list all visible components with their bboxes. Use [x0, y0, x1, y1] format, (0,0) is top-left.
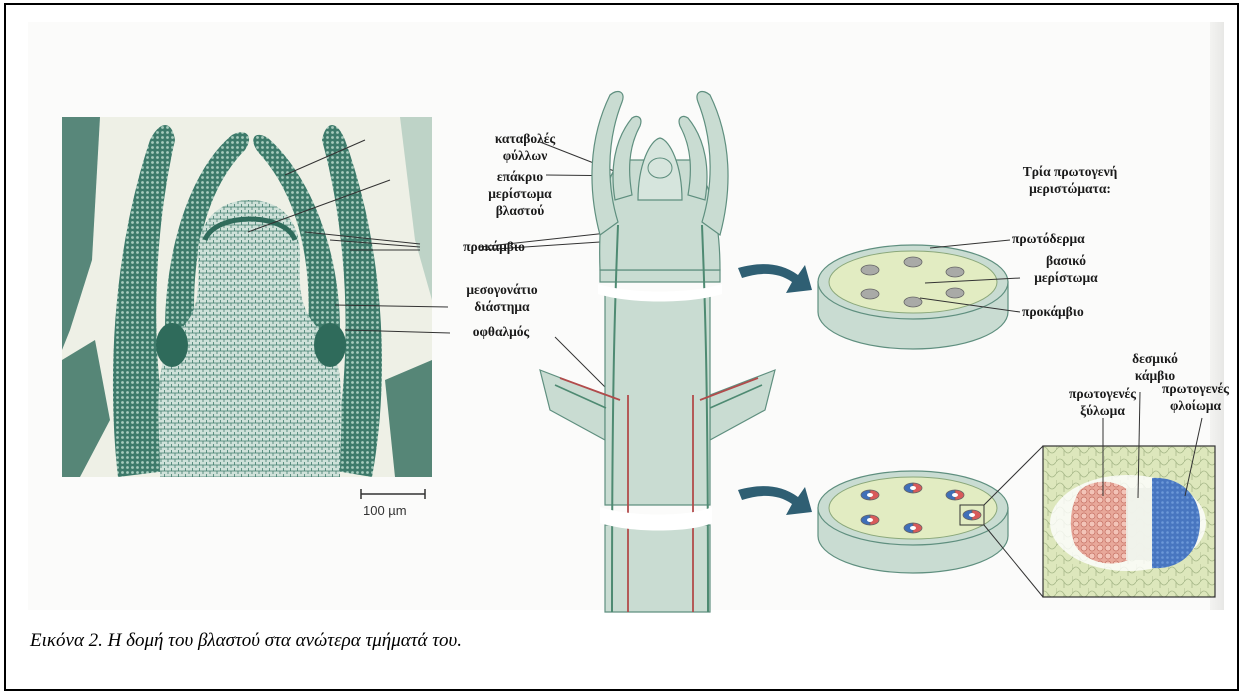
label-fascicular-cambium-line1: δεσμικό: [1105, 350, 1205, 367]
label-leaf-primordia-line2: φύλλων: [470, 147, 580, 164]
label-primary-xylem-line1: πρωτογενές: [1055, 385, 1150, 402]
label-primary-xylem-line2: ξύλωμα: [1055, 402, 1150, 419]
label-ground-meristem-line1: βασικό: [1016, 252, 1116, 269]
label-primary-phloem: πρωτογενές φλοίωμα: [1148, 380, 1243, 414]
label-internode-line1: μεσογονάτιο: [442, 281, 562, 298]
label-apical-meristem: επάκριο μερίστωμα βλαστού: [460, 168, 580, 219]
label-ground-meristem: βασικό μερίστωμα: [1016, 252, 1116, 286]
label-primary-phloem-line1: πρωτογενές: [1148, 380, 1243, 397]
label-apical-meristem-line3: βλαστού: [460, 202, 580, 219]
label-fascicular-cambium: δεσμικό κάμβιο: [1105, 350, 1205, 384]
figure-caption: Εικόνα 2. Η δομή του βλαστού στα ανώτερα…: [30, 630, 462, 652]
meristems-title-line1: Τρία πρωτογενή: [990, 163, 1150, 180]
label-primary-xylem: πρωτογενές ξύλωμα: [1055, 385, 1150, 419]
meristems-title-line2: μεριστώματα:: [990, 180, 1150, 197]
label-ground-meristem-line2: μερίστωμα: [1016, 269, 1116, 286]
label-internode-line2: διάστημα: [442, 298, 562, 315]
label-leaf-primordia: καταβολές φύλλων: [470, 130, 580, 164]
label-internode: μεσογονάτιο διάστημα: [442, 281, 562, 315]
scale-bar-label: 100 µm: [363, 503, 407, 518]
label-primary-phloem-line2: φλοίωμα: [1148, 397, 1243, 414]
label-apical-meristem-line1: επάκριο: [460, 168, 580, 185]
label-bud: οφθαλμός: [446, 323, 556, 340]
label-meristem-procambium: προκάμβιο: [1022, 303, 1084, 320]
label-apical-meristem-line2: μερίστωμα: [460, 185, 580, 202]
label-procambium: προκάμβιο: [444, 238, 544, 255]
label-leaf-primordia-line1: καταβολές: [470, 130, 580, 147]
meristems-title: Τρία πρωτογενή μεριστώματα:: [990, 163, 1150, 197]
label-protoderm: πρωτόδερμα: [1012, 230, 1085, 247]
